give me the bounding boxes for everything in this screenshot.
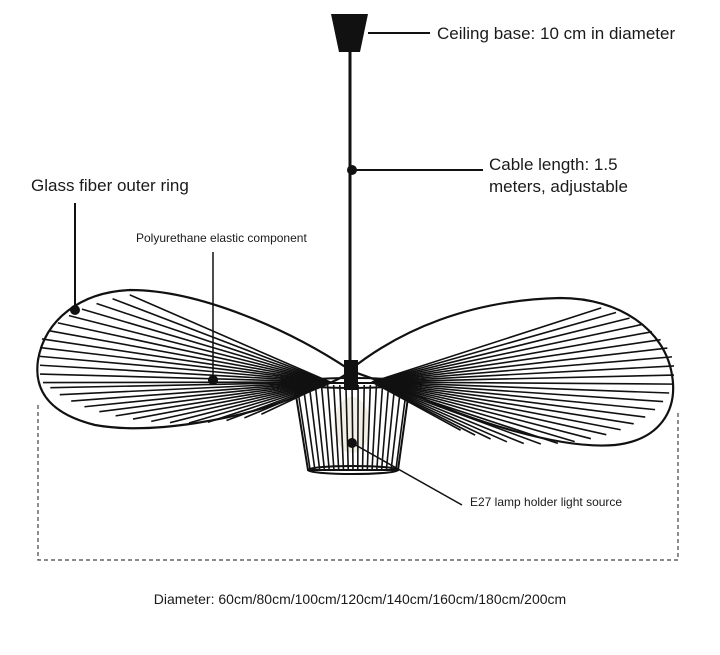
cage-rod-16 [380,384,390,470]
glass-fiber-label: Glass fiber outer ring [31,176,189,195]
cage-rod-19 [395,384,408,470]
cage-rod-17 [385,384,396,470]
right-spoke-16 [371,381,634,425]
left-spoke-7 [48,329,331,383]
lamp-holder-leader [351,442,463,506]
diameter-label: Diameter: 60cm/80cm/100cm/120cm/140cm/16… [153,591,567,607]
left-spoke-17 [84,381,331,408]
left-spoke-10 [39,355,331,383]
diameter-dimension-line [37,405,679,561]
right-spoke-21 [371,381,559,445]
left-spoke-6 [57,322,331,383]
right-spoke-3 [371,317,630,383]
right-spoke-6 [371,338,661,383]
lamp-holder-label: E27 lamp holder light source [470,495,623,509]
cage-rod-4 [314,384,326,470]
lamp-cage [292,360,412,475]
cage-rod-1 [296,384,311,470]
cable-length-line-1: Cable length: 1.5 [489,155,618,174]
right-spoke-23 [371,381,525,445]
cage-rod-7 [332,384,340,470]
left-spoke-16 [71,381,331,402]
left-spoke-18 [99,381,331,413]
left-spoke-21 [151,381,331,423]
cage-rod-8 [338,384,345,470]
polyurethane-label: Polyurethane elastic component [136,231,307,245]
right-spoke-8 [371,356,673,383]
left-spoke-14 [50,381,331,389]
right-spoke-18 [371,381,607,436]
cage-rod-2 [302,384,316,470]
left-spoke-23 [188,381,331,424]
left-spoke-9 [39,346,331,383]
left-spoke-5 [68,314,331,383]
left-spoke-12 [39,373,331,383]
cage-rod-3 [308,384,321,470]
right-spoke-12 [371,381,670,394]
cable-length-line-2: meters, adjustable [489,177,628,196]
left-spoke-20 [132,381,331,420]
left-spoke-13 [43,381,331,384]
right-spoke-7 [371,347,668,383]
cage-rod-6 [326,384,335,470]
left-spoke-11 [39,364,331,383]
cage-rod-15 [376,384,384,470]
right-spoke-10 [371,374,675,383]
ceiling-base-label: Ceiling base: 10 cm in diameter [437,24,676,43]
left-brim [36,288,352,430]
left-spoke-1 [129,294,331,383]
right-spoke-5 [371,331,653,383]
cage-bottom-rim [307,465,399,475]
right-spoke-17 [371,381,621,431]
ceiling-base [331,14,368,52]
glass-fiber-dot [70,305,80,315]
left-spoke-4 [81,308,331,383]
cage-rod-10 [351,384,354,470]
right-spoke-4 [371,323,642,383]
right-spoke-1 [371,307,602,383]
polyurethane-dot [208,375,218,385]
cage-rod-12 [361,384,366,470]
cage-rod-18 [390,384,402,470]
left-spoke-2 [112,297,331,383]
cage-rod-13 [366,384,372,470]
right-spoke-27 [371,381,462,431]
right-brim [347,296,675,447]
right-spoke-2 [371,311,617,383]
right-spoke-15 [371,381,646,418]
right-spoke-13 [371,381,664,403]
cable-length-label: Cable length: 1.5 meters, adjustable [489,154,628,198]
left-spoke-8 [41,338,331,383]
right-spoke-9 [371,365,675,383]
left-spoke-15 [59,381,331,396]
cage-rod-5 [320,384,330,470]
right-spoke-14 [371,381,656,411]
lamp-holder [344,360,358,390]
cage-rod-9 [345,384,350,470]
right-spoke-11 [371,381,674,385]
